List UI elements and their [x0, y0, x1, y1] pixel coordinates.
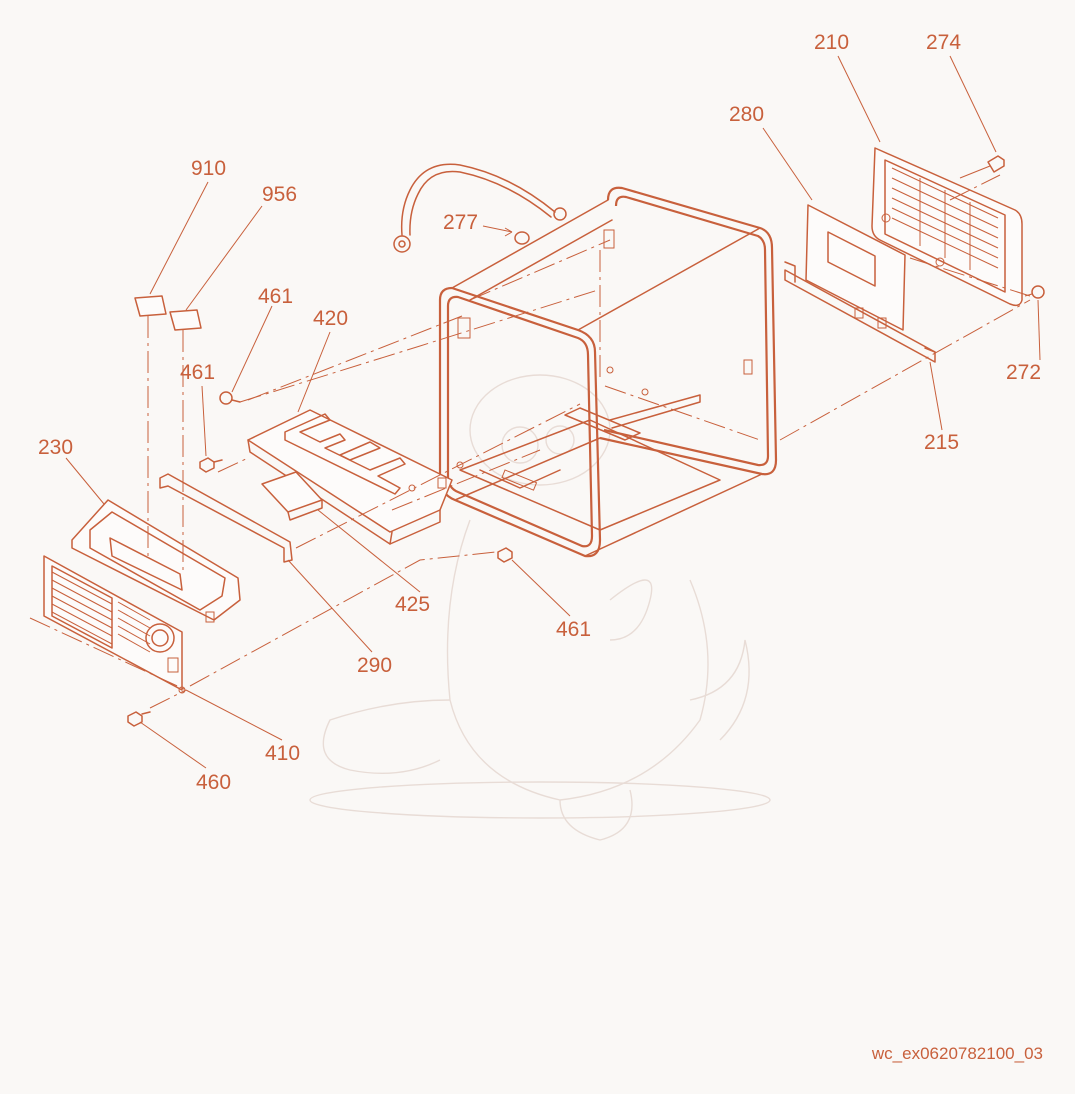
control-panel	[43, 555, 186, 694]
part-label-910: 910	[191, 157, 227, 180]
part-label-461-top: 461	[258, 285, 294, 308]
part-label-290: 290	[357, 654, 393, 677]
bolts-right	[959, 155, 1045, 299]
part-label-460: 460	[196, 771, 232, 794]
part-label-461-bottom: 461	[556, 618, 592, 641]
part-label-210: 210	[814, 31, 850, 54]
ground-cable	[393, 163, 567, 253]
part-label-410: 410	[265, 742, 301, 765]
seal-strip	[159, 473, 293, 563]
foam-pad	[261, 471, 323, 521]
part-label-215: 215	[924, 431, 960, 454]
assembly-guide-lines	[29, 174, 1031, 709]
part-label-420: 420	[313, 307, 349, 330]
watermark-figure	[309, 374, 771, 841]
part-label-461-left: 461	[180, 361, 216, 384]
part-label-425: 425	[395, 593, 431, 616]
bracket-rail	[784, 261, 936, 363]
decal-labels	[134, 295, 202, 331]
cover-plate	[805, 204, 906, 331]
part-label-277: 277	[443, 211, 479, 234]
part-label-230: 230	[38, 436, 74, 459]
bolts-left	[127, 391, 513, 727]
part-label-956: 956	[262, 183, 298, 206]
rear-panel	[871, 147, 1023, 307]
top-cover	[247, 409, 453, 545]
part-label-280: 280	[729, 103, 765, 126]
reference-code: wc_ex0620782100_03	[871, 1044, 1043, 1063]
front-cover	[71, 499, 241, 623]
leader-lines	[65, 55, 1041, 769]
part-label-272: 272	[1006, 361, 1042, 384]
frame-assembly	[438, 186, 778, 558]
part-label-274: 274	[926, 31, 962, 54]
